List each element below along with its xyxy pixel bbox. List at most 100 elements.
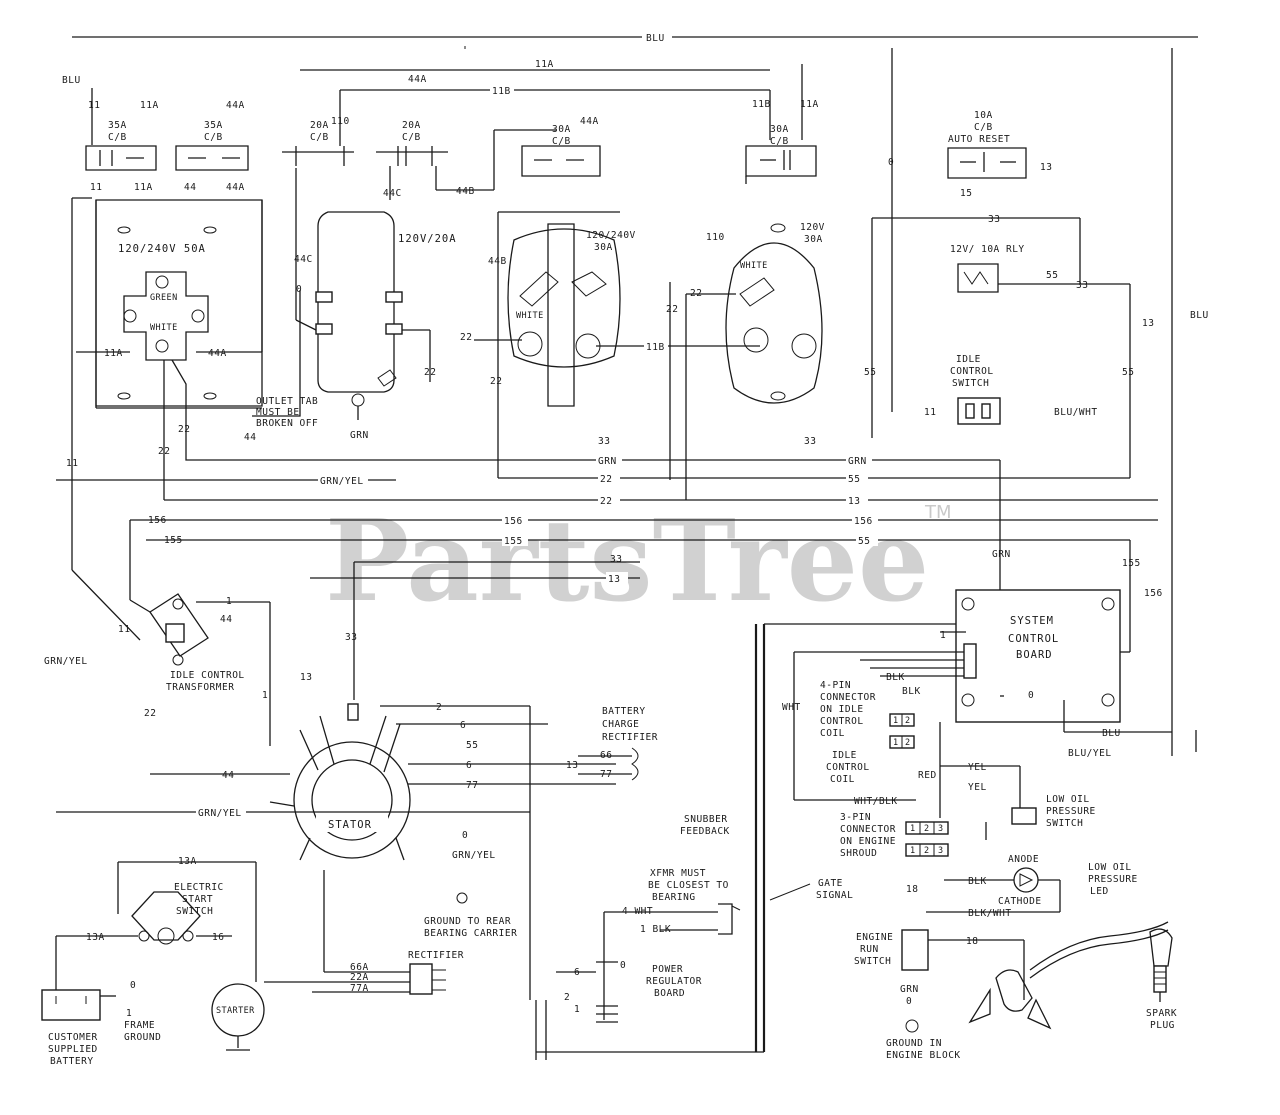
breaker-10a-auto-reset: 10A C/B AUTO RESET: [947, 110, 1027, 179]
wire-label-6-c: 6: [574, 967, 580, 978]
wire-label-77a: 77A: [350, 983, 369, 994]
wire-label-155-b: 155: [504, 536, 523, 547]
wire-label-1-c: 1: [574, 1004, 580, 1015]
wire-label-13-c: 13: [848, 496, 860, 507]
wire-label-0-f: 0: [1028, 690, 1034, 701]
svg-text:GRN: GRN: [350, 430, 369, 441]
wire-label-red: RED: [918, 770, 937, 781]
svg-text:START: START: [182, 894, 213, 905]
svg-text:120V: 120V: [800, 222, 825, 233]
svg-text:GROUND IN: GROUND IN: [886, 1038, 942, 1049]
svg-text:120/240V 50A: 120/240V 50A: [118, 243, 206, 255]
wire-label-110: 110: [331, 116, 350, 127]
wire-label-55-a: 55: [864, 367, 876, 378]
svg-text:0: 0: [906, 996, 912, 1007]
wire-label-grn-yel-a: GRN/YEL: [320, 476, 364, 487]
wire-label-155-c: 155: [1122, 558, 1141, 569]
wire-label-11a-top: 11A: [535, 59, 554, 70]
svg-text:3-PIN: 3-PIN: [840, 812, 871, 823]
wire-label-2-a: 2: [436, 702, 442, 713]
wire-label-44-c: 44: [220, 614, 232, 625]
svg-text:C/B: C/B: [552, 136, 571, 147]
wire-label-18-b: 18: [966, 936, 978, 947]
wire-label-55-b: 55: [1046, 270, 1058, 281]
svg-text:LOW OIL: LOW OIL: [1046, 794, 1090, 805]
receptacle-30a-240v: 120/240V 30A WHITE: [507, 223, 635, 407]
wire-label-55-d: 55: [848, 474, 860, 485]
rectifier: RECTIFIER: [408, 950, 463, 995]
svg-text:3: 3: [938, 846, 944, 856]
svg-text:20A: 20A: [310, 120, 329, 131]
svg-text:BOARD: BOARD: [1016, 649, 1053, 661]
wire-label-33-b: 33: [1076, 280, 1088, 291]
engine-run-switch: ENGINE RUN SWITCH: [854, 929, 929, 971]
wire-label-blk-a: BLK: [886, 672, 905, 683]
receptacle-50a: 120/240V 50A GREEN WHITE: [95, 199, 263, 409]
svg-text:C/B: C/B: [310, 132, 329, 143]
svg-text:20A: 20A: [402, 120, 421, 131]
wire-label-blu-top: BLU: [646, 33, 665, 44]
wire-label-156-a: 156: [148, 515, 167, 526]
svg-text:GATE: GATE: [818, 878, 843, 889]
svg-text:WHITE: WHITE: [150, 323, 178, 333]
breaker-20a-2: 20A C/B: [376, 120, 448, 166]
svg-text:SWITCH: SWITCH: [854, 956, 891, 967]
wire-label-1-blk: 1 BLK: [640, 924, 671, 935]
svg-text:12V/ 10A RLY: 12V/ 10A RLY: [950, 244, 1025, 255]
svg-text:IDLE: IDLE: [832, 750, 857, 761]
snubber-feedback: SNUBBER FEEDBACK: [680, 814, 729, 837]
svg-text:3: 3: [938, 824, 944, 834]
wire-label-55-f: 55: [466, 740, 478, 751]
svg-text:BEARING: BEARING: [652, 892, 696, 903]
svg-text:BEARING CARRIER: BEARING CARRIER: [424, 928, 517, 939]
svg-text:ENGINE BLOCK: ENGINE BLOCK: [886, 1050, 961, 1061]
svg-text:CUSTOMER: CUSTOMER: [48, 1032, 98, 1043]
idle-control-transformer: IDLE CONTROL TRANSFORMER: [149, 593, 244, 693]
wire-label-11-e: 11: [118, 624, 130, 635]
svg-text:30A: 30A: [770, 124, 789, 135]
wire-label-6-a: 6: [460, 720, 466, 731]
power-regulator-board: POWER REGULATOR BOARD: [596, 961, 701, 1023]
four-pin-connector: 4-PIN CONNECTOR ON IDLE CONTROL COIL 1 2…: [820, 680, 915, 749]
wire-label-grn-yel-b: GRN/YEL: [44, 656, 88, 667]
svg-text:COIL: COIL: [820, 728, 845, 739]
wire-label-44a-e: 44A: [208, 348, 227, 359]
wire-label-66-a: 66: [600, 750, 612, 761]
wire-label-44a-c: 44A: [226, 182, 245, 193]
wire-label-44-a: 44: [184, 182, 196, 193]
battery-charge-rectifier: BATTERY CHARGE RECTIFIER: [578, 706, 657, 781]
xfmr-closest-bearing: XFMR MUST BE CLOSEST TO BEARING: [648, 868, 741, 935]
wire-label-156-b: 156: [504, 516, 523, 527]
svg-text:30A: 30A: [552, 124, 571, 135]
wire-label-77-b: 77: [600, 769, 612, 780]
wire-label-0-b: 0: [296, 284, 302, 295]
wire-label-0-e: 0: [620, 960, 626, 971]
svg-text:PRESSURE: PRESSURE: [1088, 874, 1138, 885]
electric-start-switch: ELECTRIC START SWITCH: [131, 882, 224, 945]
middle-bus-lines: GRN GRN GRN/YEL 22 55 22 13 156 156 156 …: [56, 454, 1162, 721]
top-bus-wires: BLU 11A 44A 11B 11B 11A 110: [72, 31, 1198, 140]
wire-label-grn-b: GRN: [848, 456, 867, 467]
svg-text:C/B: C/B: [402, 132, 421, 143]
svg-text:ENGINE: ENGINE: [856, 932, 893, 943]
wire-label-blk-wht: BLK/WHT: [968, 908, 1012, 919]
svg-text:2: 2: [924, 846, 930, 856]
svg-text:SIGNAL: SIGNAL: [816, 890, 853, 901]
svg-text:LED: LED: [1090, 886, 1109, 897]
wire-label-grn-yel-c: GRN/YEL: [198, 808, 242, 819]
breaker-20a-1: 20A C/B: [282, 120, 354, 166]
svg-text:CONNECTOR: CONNECTOR: [840, 824, 896, 835]
idle-control-coil: IDLE CONTROL COIL: [826, 750, 870, 785]
svg-text:CONTROL: CONTROL: [826, 762, 870, 773]
breaker-35a-1: 35A C/B: [85, 120, 157, 171]
wire-label-grn-yel-d: GRN/YEL: [452, 850, 496, 861]
wire-label-blu-wht: BLU/WHT: [1054, 407, 1098, 418]
wire-label-13-a: 13: [1040, 162, 1052, 173]
svg-text:STARTER: STARTER: [216, 1006, 255, 1016]
svg-text:ON IDLE: ON IDLE: [820, 704, 864, 715]
wire-label-11-a: 11: [88, 100, 100, 111]
svg-text:LOW OIL: LOW OIL: [1088, 862, 1132, 873]
stator: STATOR: [269, 715, 411, 861]
svg-text:ELECTRIC: ELECTRIC: [174, 882, 224, 893]
